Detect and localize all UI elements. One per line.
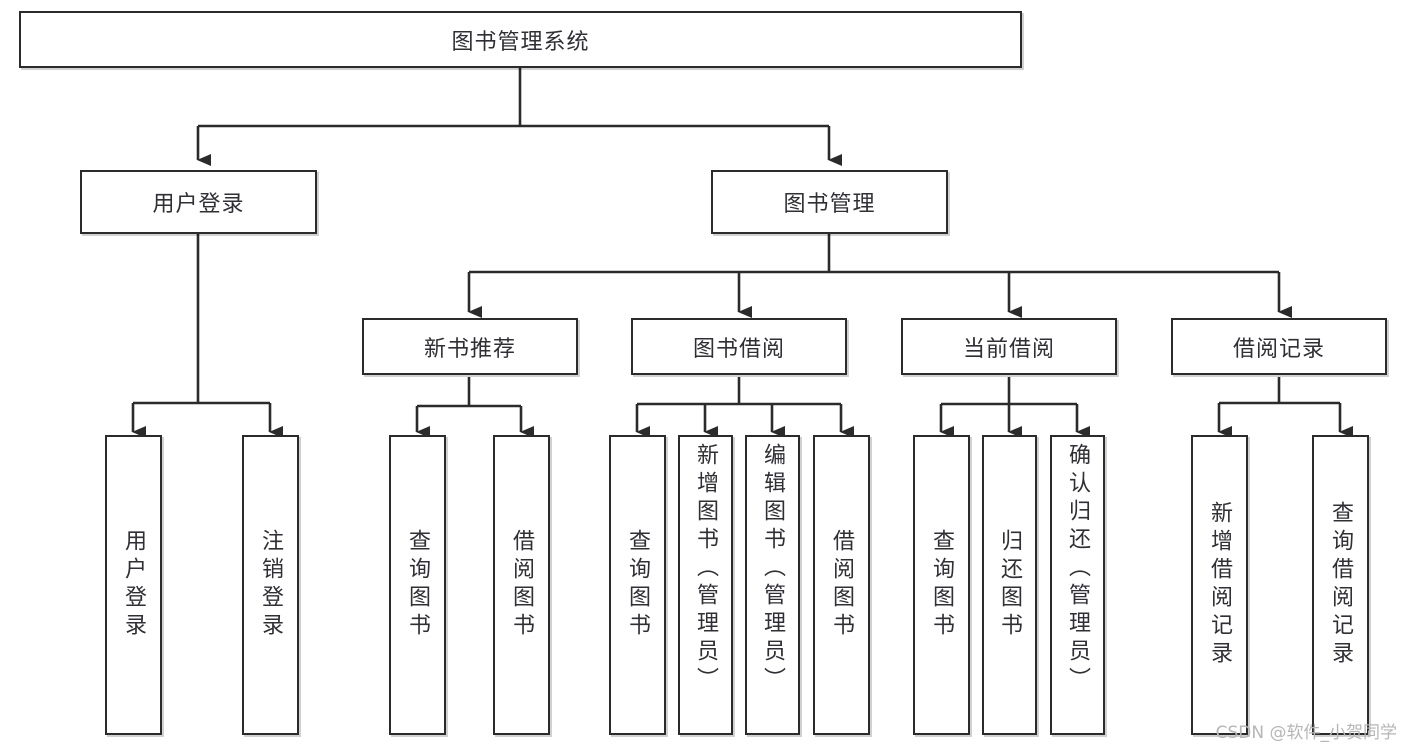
node-leaf-add-book[interactable]: 新增图书（管理员） xyxy=(678,435,733,735)
node-new-book-rec[interactable]: 新书推荐 xyxy=(362,318,578,375)
node-leaf-edit-book-label: 编辑图书（管理员） xyxy=(760,443,786,695)
node-leaf-query-book-3[interactable]: 查询图书 xyxy=(913,435,970,735)
node-leaf-edit-book[interactable]: 编辑图书（管理员） xyxy=(745,435,800,735)
node-book-borrow[interactable]: 图书借阅 xyxy=(631,318,847,375)
node-leaf-query-book-2-label: 查询图书 xyxy=(625,529,651,641)
node-borrow-record-label: 借阅记录 xyxy=(1232,336,1325,362)
node-current-borrow-label: 当前借阅 xyxy=(962,336,1055,362)
node-borrow-record[interactable]: 借阅记录 xyxy=(1171,318,1387,375)
connector-bookborrow-to-leaves xyxy=(635,377,854,438)
node-leaf-return-book[interactable]: 归还图书 xyxy=(982,435,1037,735)
node-leaf-query-book-2[interactable]: 查询图书 xyxy=(609,435,666,735)
node-leaf-query-book-1[interactable]: 查询图书 xyxy=(389,435,446,735)
node-leaf-confirm-return-label: 确认归还（管理员） xyxy=(1065,443,1091,695)
node-leaf-query-book-3-label: 查询图书 xyxy=(929,529,955,641)
node-current-borrow[interactable]: 当前借阅 xyxy=(901,318,1117,375)
node-leaf-user-login-label: 用户登录 xyxy=(121,529,147,641)
node-leaf-borrow-book-2[interactable]: 借阅图书 xyxy=(813,435,870,735)
connector-userlogin-to-leaves xyxy=(131,234,283,438)
node-leaf-query-record[interactable]: 查询借阅记录 xyxy=(1312,435,1369,735)
node-leaf-borrow-book-2-label: 借阅图书 xyxy=(829,529,855,641)
node-leaf-add-book-label: 新增图书（管理员） xyxy=(693,443,719,695)
node-root-label: 图书管理系统 xyxy=(451,29,590,55)
node-user-login[interactable]: 用户登录 xyxy=(80,170,317,234)
node-new-book-rec-label: 新书推荐 xyxy=(423,336,516,362)
connector-bookmanage-to-level3 xyxy=(467,234,1292,318)
node-leaf-return-book-label: 归还图书 xyxy=(997,529,1023,641)
node-book-borrow-label: 图书借阅 xyxy=(692,336,785,362)
node-leaf-add-record[interactable]: 新增借阅记录 xyxy=(1191,435,1248,735)
node-leaf-logout-label: 注销登录 xyxy=(258,529,284,641)
node-leaf-query-record-label: 查询借阅记录 xyxy=(1328,501,1354,669)
node-book-manage-label: 图书管理 xyxy=(783,192,876,217)
node-leaf-user-login[interactable]: 用户登录 xyxy=(105,435,162,735)
node-leaf-borrow-book-1-label: 借阅图书 xyxy=(509,529,535,641)
connector-borrowrecord-to-leaves xyxy=(1217,377,1353,438)
node-leaf-borrow-book-1[interactable]: 借阅图书 xyxy=(493,435,550,735)
connector-currentborrow-to-leaves xyxy=(939,377,1090,438)
node-book-manage[interactable]: 图书管理 xyxy=(711,170,948,234)
connector-newbook-to-leaves xyxy=(415,377,534,438)
node-leaf-add-record-label: 新增借阅记录 xyxy=(1207,501,1233,669)
node-leaf-query-book-1-label: 查询图书 xyxy=(405,529,431,641)
node-leaf-logout[interactable]: 注销登录 xyxy=(242,435,299,735)
node-root[interactable]: 图书管理系统 xyxy=(19,11,1022,68)
node-user-login-label: 用户登录 xyxy=(152,192,245,217)
node-leaf-confirm-return[interactable]: 确认归还（管理员） xyxy=(1050,435,1105,735)
connector-root-to-level2 xyxy=(196,68,842,166)
